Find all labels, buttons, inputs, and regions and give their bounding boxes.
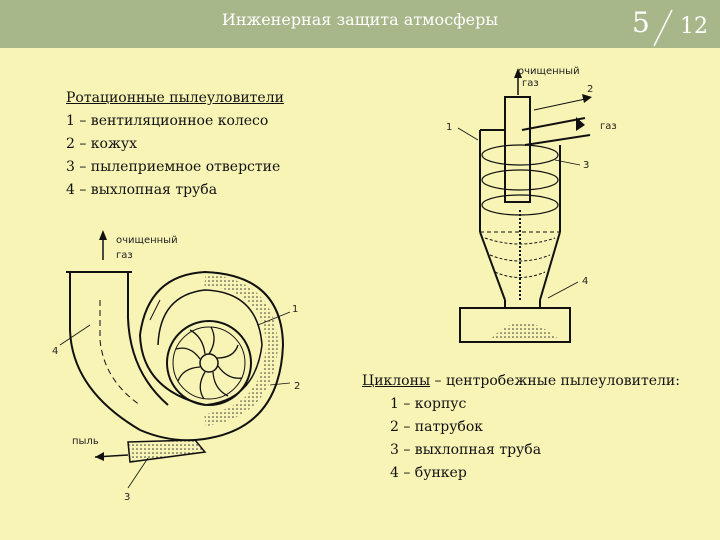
rotary-item: 1 – вентиляционное колесо: [66, 113, 269, 129]
page-number: 5: [632, 6, 650, 39]
slide-header: [0, 0, 720, 48]
fan-number-label: 2: [294, 381, 300, 392]
page-total: 12: [680, 14, 708, 39]
rotary-legend: Ротационные пылеуловители 1 – вентиляцио…: [66, 87, 284, 202]
cyclone-number-label: 2: [587, 84, 593, 95]
fan-diagram: очищенный газ пыль 1 2 3 4: [52, 230, 300, 503]
fan-number-label: 1: [292, 304, 298, 315]
cyclone-legend: Циклоны – центробежные пылеуловители: 1 …: [362, 370, 680, 485]
cyclone-number-label: 3: [583, 160, 589, 171]
cyclone-number-label: 1: [446, 122, 452, 133]
cyclone-diagram: очищенный газ газ 1 2 3 4: [446, 66, 617, 343]
cyclone-clean-gas-label: очищенный: [518, 66, 580, 77]
cyclone-gas-label: газ: [600, 121, 617, 132]
fan-clean-gas-label: очищенный: [116, 235, 178, 246]
fan-clean-gas-label: газ: [116, 250, 133, 261]
rotary-item: 2 – кожух: [66, 136, 137, 152]
cyclone-clean-gas-label: газ: [522, 78, 539, 89]
fan-dust-label: пыль: [72, 436, 99, 447]
cyclone-item: 1 – корпус: [390, 396, 467, 412]
page-slash: [653, 9, 673, 47]
cyclone-item: 4 – бункер: [390, 465, 467, 481]
rotary-item: 4 – выхлопная труба: [66, 182, 218, 198]
fan-number-label: 3: [124, 492, 130, 503]
cyclone-heading-rest: – центробежные пылеуловители:: [430, 373, 680, 389]
cyclone-heading-term: Циклоны: [362, 373, 431, 389]
fan-number-label: 4: [52, 346, 58, 357]
cyclone-item: 3 – выхлопная труба: [390, 442, 542, 458]
cyclone-item: 2 – патрубок: [390, 419, 484, 435]
slide-title: Инженерная защита атмосферы: [221, 10, 499, 29]
cyclone-heading: Циклоны – центробежные пылеуловители:: [362, 370, 680, 393]
cyclone-number-label: 4: [582, 276, 588, 287]
rotary-item: 3 – пылеприемное отверстие: [66, 159, 281, 175]
rotary-heading: Ротационные пылеуловители: [66, 90, 284, 106]
